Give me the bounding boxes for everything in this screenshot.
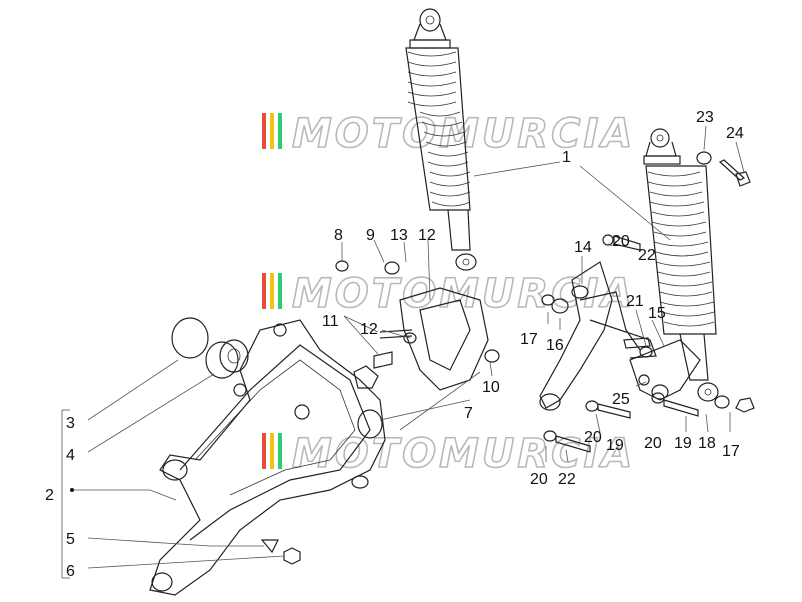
- watermark-text: MOTOMURCIA: [292, 111, 635, 157]
- callout-10: 10: [482, 379, 500, 396]
- callout-7: 7: [464, 405, 473, 422]
- callout-1: 1: [562, 149, 571, 166]
- callout-6: 6: [66, 563, 75, 580]
- shock-mount-bracket: [335, 260, 500, 391]
- callout-15: 15: [648, 305, 666, 322]
- callout-24: 24: [726, 125, 744, 142]
- watermark-stripe-green: [278, 273, 282, 309]
- callout-4: 4: [66, 447, 75, 464]
- watermark-stripe-yellow: [270, 113, 274, 149]
- callout-22-bottom: 22: [558, 471, 576, 488]
- nut-bottom: [283, 547, 301, 565]
- callout-19-left: 19: [606, 437, 624, 454]
- circlip: [171, 317, 209, 359]
- leader-lines: [61, 125, 745, 579]
- watermark-text: MOTOMURCIA: [292, 271, 635, 317]
- shock-absorber-right: [643, 128, 719, 402]
- watermark-top: MOTOMURCIA: [262, 110, 635, 158]
- right-fasteners: [541, 151, 755, 453]
- bearing: [205, 339, 249, 379]
- watermark-middle: MOTOMURCIA: [262, 270, 635, 318]
- label-2-dot: [70, 488, 74, 492]
- callout-20-right: 20: [644, 435, 662, 452]
- callout-25: 25: [612, 391, 630, 408]
- callout-21: 21: [626, 293, 644, 310]
- callout-12-top: 12: [418, 227, 436, 244]
- callout-8: 8: [334, 227, 343, 244]
- right-mount-bracket: [539, 261, 701, 411]
- callout-17-left: 17: [520, 331, 538, 348]
- callout-11: 11: [322, 313, 339, 330]
- callout-22-top: 22: [638, 247, 656, 264]
- callout-16: 16: [546, 337, 564, 354]
- watermark-stripe-yellow: [270, 433, 274, 469]
- callout-2: 2: [45, 487, 54, 504]
- callout-5: 5: [66, 531, 75, 548]
- watermark-stripe-red: [262, 273, 266, 309]
- watermark-stripe-green: [278, 113, 282, 149]
- watermark-stripe-red: [262, 433, 266, 469]
- watermark-stripe-red: [262, 113, 266, 149]
- watermark-stripe-yellow: [270, 273, 274, 309]
- callout-17-right: 17: [722, 443, 740, 460]
- callout-20-top: 20: [612, 233, 630, 250]
- callout-12-mid: 12: [360, 321, 378, 338]
- callout-13: 13: [390, 227, 408, 244]
- callout-9: 9: [366, 227, 375, 244]
- shock-absorber-left: [405, 8, 477, 271]
- watermark-bottom: MOTOMURCIA: [262, 430, 633, 478]
- callout-19-right: 19: [674, 435, 692, 452]
- callout-14: 14: [574, 239, 592, 256]
- callout-23: 23: [696, 109, 714, 126]
- swing-arm: [149, 319, 386, 596]
- callout-3: 3: [66, 415, 75, 432]
- callout-18: 18: [698, 435, 716, 452]
- callout-labels: 1 2 3 4 5 6 7 8 9 10 11 12 12 13 14 15 1…: [45, 109, 744, 580]
- callout-20-mid: 20: [584, 429, 602, 446]
- watermark-stripe-green: [278, 433, 282, 469]
- callout-20-bottom: 20: [530, 471, 548, 488]
